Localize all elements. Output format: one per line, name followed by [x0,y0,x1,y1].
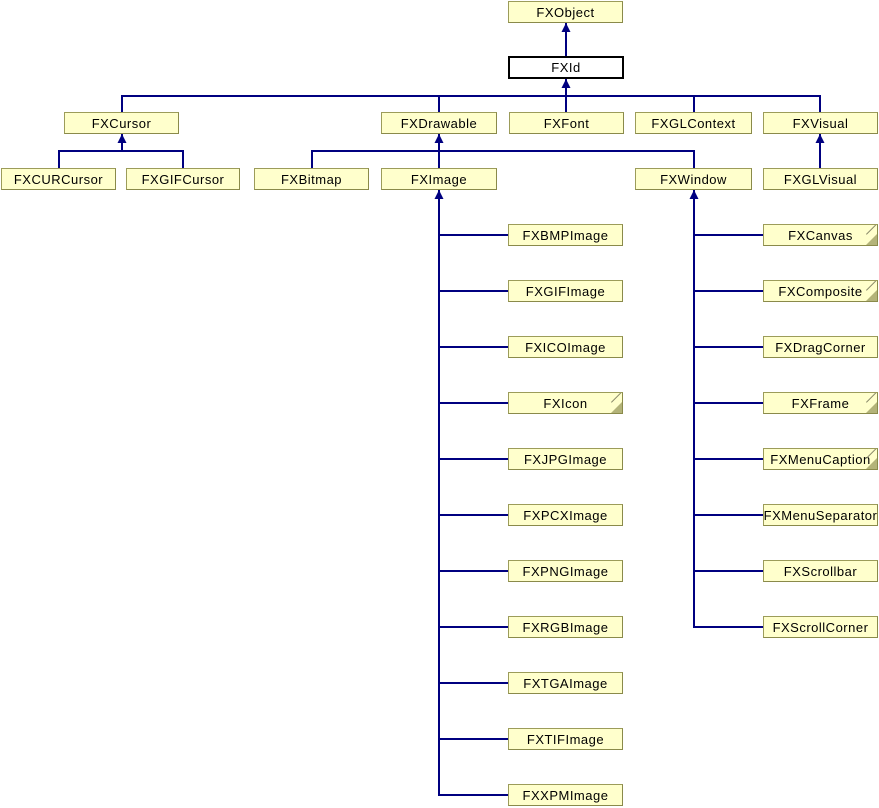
class-label: FXWindow [660,171,727,187]
class-node-fxicon[interactable]: FXIcon [508,392,623,414]
class-label: FXFrame [791,395,850,411]
edge-line [693,190,763,628]
class-node-fxcanvas[interactable]: FXCanvas [763,224,878,246]
class-label: FXTGAImage [523,675,608,691]
class-label: FXCursor [91,115,152,131]
class-node-fxglcontext[interactable]: FXGLContext [635,112,752,134]
class-label: FXGLVisual [783,171,858,187]
class-label: FXDrawable [400,115,478,131]
class-node-fxfont[interactable]: FXFont [509,112,624,134]
class-label: FXId [551,60,581,75]
more-children-marker [611,402,622,413]
class-label: FXTIFImage [526,731,605,747]
class-label: FXXPMImage [522,787,609,803]
class-node-fxmenuseparator[interactable]: FXMenuSeparator [763,504,878,526]
class-node-fxbitmap[interactable]: FXBitmap [254,168,369,190]
class-node-fxjpgimage[interactable]: FXJPGImage [508,448,623,470]
class-node-fxicoimage[interactable]: FXICOImage [508,336,623,358]
class-node-fxdrawable[interactable]: FXDrawable [381,112,497,134]
class-node-fxobject[interactable]: FXObject [508,1,623,23]
inheritance-arrowhead [815,134,825,143]
class-label: FXRGBImage [522,619,609,635]
edge-line [121,95,821,112]
class-label: FXFont [543,115,590,131]
more-children-marker [866,458,877,469]
class-label: FXMenuCaption [770,451,871,467]
class-node-fxrgbimage[interactable]: FXRGBImage [508,616,623,638]
class-node-fxgifcursor[interactable]: FXGIFCursor [126,168,240,190]
class-label: FXMenuSeparator [763,507,878,523]
class-label: FXPNGImage [522,563,609,579]
class-node-fxwindow[interactable]: FXWindow [635,168,752,190]
class-node-fxmenucaption[interactable]: FXMenuCaption [763,448,878,470]
class-label: FXBMPImage [522,227,609,243]
more-children-marker [866,290,877,301]
class-label: FXIcon [543,395,588,411]
class-node-fxvisual[interactable]: FXVisual [763,112,878,134]
class-label: FXCanvas [788,227,853,243]
class-node-fxgifimage[interactable]: FXGIFImage [508,280,623,302]
class-node-fxid[interactable]: FXId [508,56,624,79]
class-label: FXImage [410,171,468,187]
class-label: FXCURCursor [13,171,104,187]
inheritance-arrowhead [689,190,699,199]
class-label: FXPCXImage [523,507,608,523]
class-node-fxcurcursor[interactable]: FXCURCursor [1,168,116,190]
inheritance-arrowhead [561,79,571,88]
edge-line [438,190,508,796]
class-label: FXGIFCursor [141,171,225,187]
inheritance-arrowhead [117,134,127,143]
inheritance-arrowhead [434,134,444,143]
class-label: FXScrollCorner [772,619,869,635]
class-node-fxpcximage[interactable]: FXPCXImage [508,504,623,526]
inheritance-arrowhead [561,23,571,32]
class-node-fxframe[interactable]: FXFrame [763,392,878,414]
more-children-marker [866,234,877,245]
class-node-fxxpmimage[interactable]: FXXPMImage [508,784,623,806]
class-label: FXVisual [792,115,849,131]
edge-line [311,150,695,168]
class-node-fxcursor[interactable]: FXCursor [64,112,179,134]
class-label: FXICOImage [525,339,606,355]
class-label: FXGIFImage [525,283,606,299]
class-label: FXObject [536,4,595,20]
class-label: FXComposite [778,283,863,299]
class-node-fxtifimage[interactable]: FXTIFImage [508,728,623,750]
class-label: FXDragCorner [775,339,866,355]
class-node-fxscrollcorner[interactable]: FXScrollCorner [763,616,878,638]
class-label: FXJPGImage [523,451,608,467]
class-node-fximage[interactable]: FXImage [381,168,497,190]
class-node-fxglvisual[interactable]: FXGLVisual [763,168,878,190]
class-node-fxpngimage[interactable]: FXPNGImage [508,560,623,582]
class-node-fxdragcorner[interactable]: FXDragCorner [763,336,878,358]
inheritance-arrowhead [434,190,444,199]
class-node-fxcomposite[interactable]: FXComposite [763,280,878,302]
class-label: FXBitmap [280,171,343,187]
edge-line [58,150,184,168]
class-node-fxtgaimage[interactable]: FXTGAImage [508,672,623,694]
class-node-fxbmpimage[interactable]: FXBMPImage [508,224,623,246]
more-children-marker [866,402,877,413]
class-label: FXScrollbar [783,563,858,579]
class-label: FXGLContext [651,115,736,131]
class-node-fxscrollbar[interactable]: FXScrollbar [763,560,878,582]
